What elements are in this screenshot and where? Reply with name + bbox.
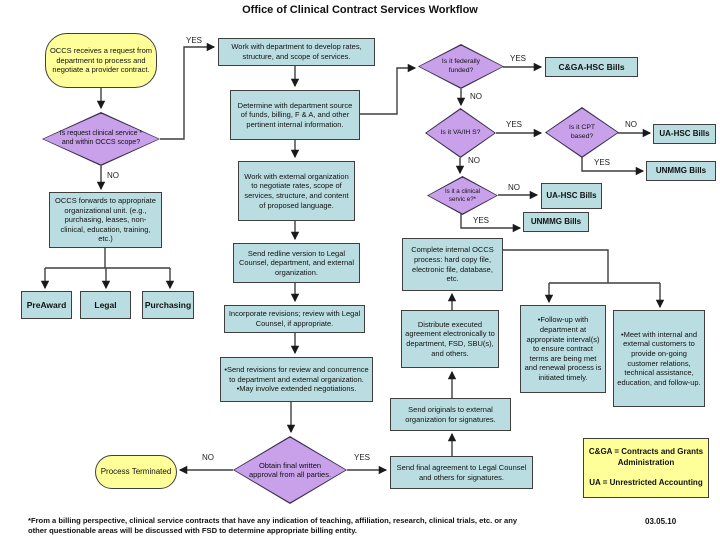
decision-va-ihs: Is it VA/IH S? [425,108,496,158]
decision-final-approval-label: Obtain final written approval from all p… [248,460,332,479]
decision-clinical-service: Is it a clinical servic e?* [427,176,498,215]
footnote: *From a billing perspective, clinical se… [28,516,518,536]
process-send-originals: Send originals to external organization … [390,398,511,431]
label-clinical-no: NO [508,183,520,192]
outcome-ua-hsc-bills-mid: UA-HSC Bills [541,183,602,209]
legend-box: C&GA = Contracts and Grants Administrati… [583,438,709,498]
process-send-redline: Send redline version to Legal Counsel, d… [233,243,360,283]
decision-cpt-based-label: Is it CPT based? [568,124,596,140]
unit-preaward: PreAward [21,291,72,319]
process-complete-internal: Complete internal OCCS process: hard cop… [402,238,503,291]
process-meet-customers: •Meet with internal and external custome… [613,310,705,407]
label-federal-yes: YES [510,54,527,63]
outcome-unmmg-bills-right: UNMMG Bills [646,161,716,181]
decision-clinical-service-label: Is it a clinical servic e?* [444,187,481,203]
label-scope-yes: YES [186,36,203,45]
decision-clinical-scope-label: Is request clinical service * and within… [59,130,143,146]
outcome-ua-hsc-bills-right: UA-HSC Bills [653,124,716,144]
process-send-final-agreement: Send final agreement to Legal Counsel an… [390,456,533,489]
label-federal-no: NO [470,92,482,101]
decision-final-approval: Obtain final written approval from all p… [233,436,347,504]
decision-federally-funded: Is it federally funded? [418,44,504,89]
decision-clinical-scope: Is request clinical service * and within… [42,112,160,166]
process-followup: •Follow-up with department at appropriat… [520,305,606,393]
label-approval-yes: YES [354,453,371,462]
label-approval-no: NO [202,453,214,462]
label-clinical-yes: YES [473,216,490,225]
process-distribute-agreement: Distribute executed agreement electronic… [401,310,499,368]
unit-purchasing: Purchasing [142,291,194,319]
process-work-external-org: Work with external organization to negot… [238,161,355,221]
start-node-occs-receives: OCCS receives a request from department … [45,33,157,88]
process-work-with-department: Work with department to develop rates, s… [218,38,375,66]
process-determine-funds: Determine with department source of fund… [230,90,360,140]
unit-legal: Legal [80,291,131,319]
terminal-process-terminated: Process Terminated [95,455,177,489]
label-scope-no: NO [107,171,119,180]
page-title: Office of Clinical Contract Services Wor… [242,4,478,16]
outcome-unmmg-bills-mid: UNMMG Bills [523,212,589,232]
date-stamp: 03.05.10 [645,517,677,526]
label-cpt-no: NO [625,120,637,129]
label-cpt-yes: YES [594,158,611,167]
process-incorporate-revisions: Incorporate revisions; review with Legal… [224,305,365,333]
process-send-revisions: •Send revisions for review and concurren… [220,357,373,402]
process-occs-forwards: OCCS forwards to appropriate organizatio… [49,192,162,248]
decision-va-ihs-label: Is it VA/IH S? [440,128,481,136]
decision-federally-funded-label: Is it federally funded? [441,58,481,74]
outcome-cga-hsc-bills: C&GA-HSC Bills [545,57,638,77]
label-va-yes: YES [506,120,523,129]
decision-cpt-based: Is it CPT based? [545,107,619,158]
label-va-no: NO [468,156,480,165]
